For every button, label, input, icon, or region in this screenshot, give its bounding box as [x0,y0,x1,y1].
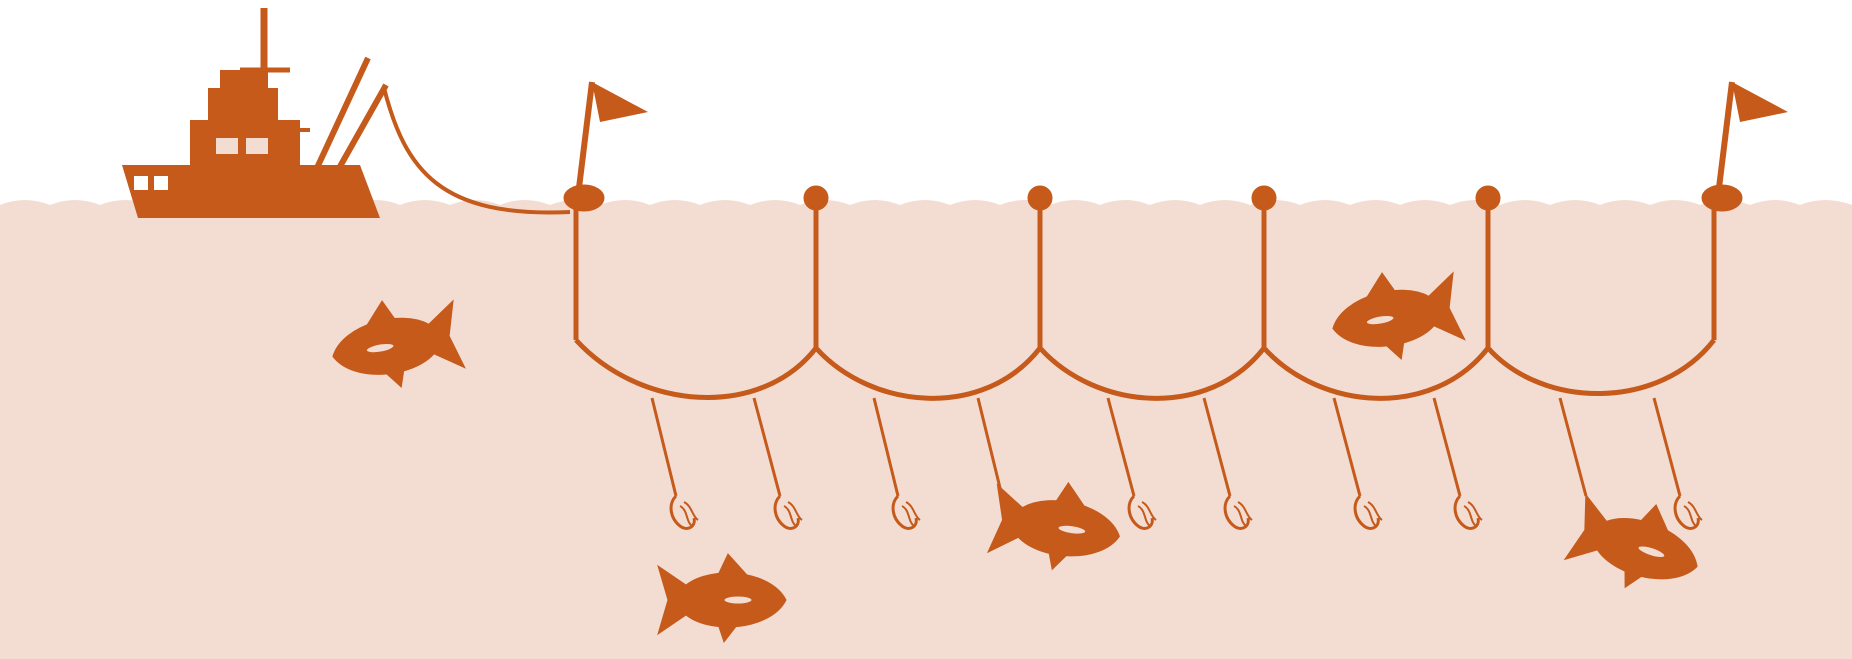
sea [0,200,1852,659]
buoy-icon [1702,185,1742,211]
buoy-icon [564,185,604,211]
